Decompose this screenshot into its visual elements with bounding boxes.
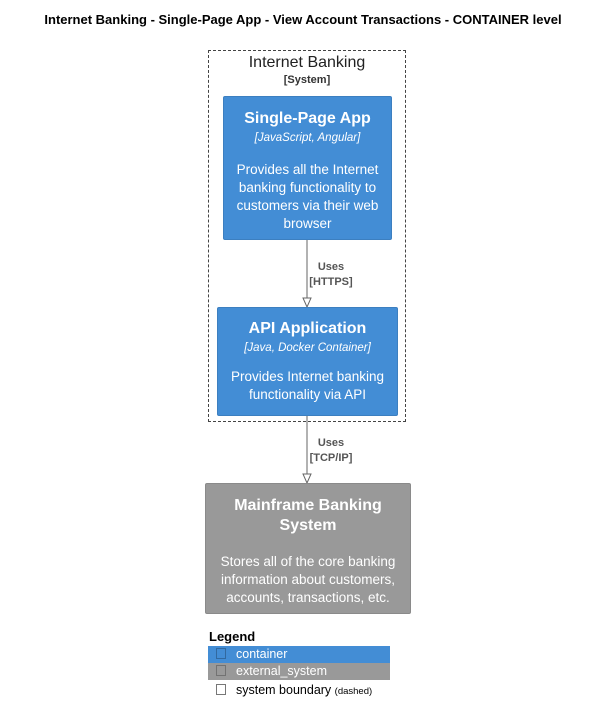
legend-swatch-icon bbox=[216, 665, 226, 676]
legend-item-suffix: (dashed) bbox=[334, 686, 373, 697]
rel-spa-to-api-arrowhead bbox=[302, 297, 312, 309]
system-boundary-name: Internet Banking bbox=[248, 54, 366, 71]
api-name: API Application bbox=[248, 320, 367, 337]
legend-item-system-boundary: system boundary (dashed) bbox=[208, 682, 408, 699]
rel-api-to-mainframe-text: Uses bbox=[317, 437, 345, 449]
legend-item-label: external_system bbox=[236, 664, 328, 678]
legend-swatch-icon bbox=[216, 684, 226, 695]
spa-name: Single-Page App bbox=[244, 110, 371, 127]
spa-description-line: browser bbox=[283, 216, 332, 231]
mainframe-name-line: Mainframe Banking bbox=[234, 497, 382, 514]
legend-item-container: container bbox=[208, 646, 390, 663]
api-description: Provides Internet banking functionality … bbox=[218, 368, 397, 404]
mainframe-description: Stores all of the core banking informati… bbox=[206, 553, 410, 607]
rel-spa-to-api-label: Uses [HTTPS] bbox=[300, 260, 362, 290]
mainframe-name: Mainframe Banking System bbox=[206, 496, 410, 536]
rel-spa-to-api-technology: [HTTPS] bbox=[309, 276, 353, 288]
legend-item-label: system boundary bbox=[236, 683, 332, 697]
rel-spa-to-api-text: Uses bbox=[317, 261, 345, 273]
diagram-title: Internet Banking - Single-Page App - Vie… bbox=[44, 12, 562, 27]
spa-description-line: banking functionality to bbox=[238, 180, 377, 195]
legend-swatch-icon bbox=[216, 648, 226, 659]
api-container[interactable]: API Application [Java, Docker Container]… bbox=[217, 307, 398, 416]
api-description-line: Provides Internet banking bbox=[230, 369, 385, 384]
api-description-line: functionality via API bbox=[248, 387, 367, 402]
legend-item-external-system: external_system bbox=[208, 663, 390, 680]
spa-description-line: customers via their web bbox=[236, 198, 379, 213]
system-boundary-type: [System] bbox=[283, 74, 331, 86]
spa-technology: [JavaScript, Angular] bbox=[254, 132, 361, 144]
mainframe-description-line: Stores all of the core banking bbox=[220, 554, 396, 569]
legend-title: Legend bbox=[209, 629, 256, 644]
spa-description: Provides all the Internet banking functi… bbox=[224, 161, 391, 233]
mainframe-system[interactable]: Mainframe Banking System Stores all of t… bbox=[205, 483, 411, 614]
spa-container[interactable]: Single-Page App [JavaScript, Angular] Pr… bbox=[223, 96, 392, 240]
mainframe-description-line: accounts, transactions, etc. bbox=[226, 590, 390, 605]
api-technology: [Java, Docker Container] bbox=[244, 342, 371, 354]
spa-description-line: Provides all the Internet bbox=[236, 162, 379, 177]
mainframe-description-line: information about customers, bbox=[220, 572, 396, 587]
mainframe-name-line: System bbox=[279, 517, 337, 534]
rel-api-to-mainframe-technology: [TCP/IP] bbox=[309, 452, 353, 464]
rel-api-to-mainframe-label: Uses [TCP/IP] bbox=[300, 436, 362, 466]
legend-item-label: container bbox=[236, 647, 288, 661]
rel-api-to-mainframe-arrowhead bbox=[302, 473, 312, 485]
